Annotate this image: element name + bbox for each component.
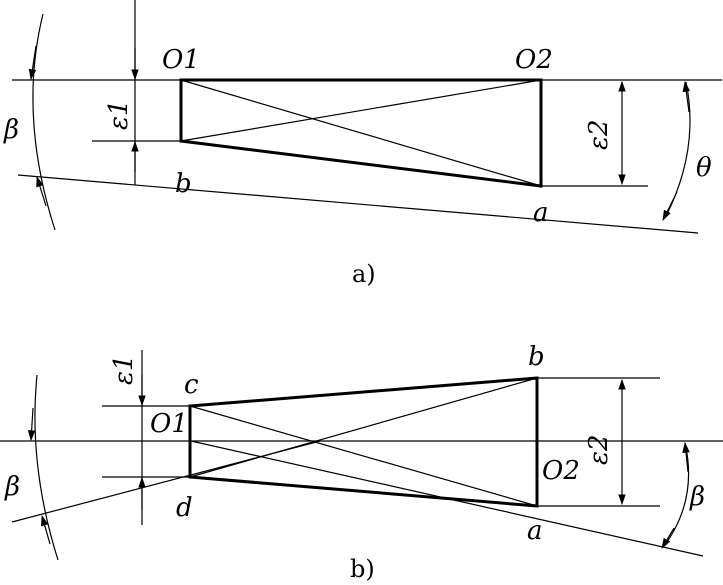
label-beta-left-b: β: [4, 472, 20, 502]
label-c-b: c: [184, 370, 199, 400]
label-beta-right-b: β: [689, 482, 705, 512]
beta-arc-b-left: [34, 374, 59, 561]
beta-arc-a: [32, 13, 56, 231]
label-eps1-a: ε1: [104, 100, 134, 131]
label-o1-b: O1: [150, 409, 188, 439]
label-o2-b: O2: [542, 456, 580, 486]
beta-right-arrow-1-b: [682, 441, 690, 473]
label-eps2-a: ε2: [584, 120, 614, 151]
label-o2-a: O2: [515, 45, 553, 75]
beta-arrow-1-a: [28, 45, 37, 81]
label-eps1-b: ε1: [109, 355, 139, 386]
trapezoid-b: [188, 376, 539, 508]
label-eps2-b: ε2: [584, 435, 614, 466]
diagram-a: O1 O2 b a ε1 ε2 β θ a): [3, 0, 722, 288]
label-beta-a: β: [3, 115, 19, 145]
beta-left-arrow-2-b: [41, 514, 51, 545]
beta-arrow-2-a: [36, 175, 47, 207]
beta-left-arrow-1-b: [27, 407, 36, 442]
theta-arc-a: [664, 81, 691, 219]
label-a-a: a: [533, 198, 549, 228]
caption-b: b): [350, 555, 375, 583]
label-theta-a: θ: [696, 153, 712, 183]
label-a-b: a: [527, 516, 543, 546]
label-b-a: b: [175, 169, 192, 199]
inclined-line-a: [17, 174, 699, 234]
label-b-b: b: [528, 342, 545, 372]
beta-right-arrow-2-b: [661, 527, 675, 549]
diagonal-c-a: [189, 405, 538, 507]
theta-arrow-2-a: [662, 191, 678, 221]
diagram-b: c b O1 O2 d a ε1 ε2 β β b): [0, 342, 723, 583]
caption-a: a): [352, 260, 376, 288]
theta-arrow-1-a: [682, 80, 691, 113]
label-o1-a: O1: [162, 45, 200, 75]
beta-arc-b-right: [663, 442, 690, 547]
diagonal-b-o2: [180, 79, 542, 142]
label-d-b: d: [176, 493, 193, 523]
diagonal-o1-a: [180, 79, 542, 187]
diagonal-d-b: [189, 377, 538, 478]
